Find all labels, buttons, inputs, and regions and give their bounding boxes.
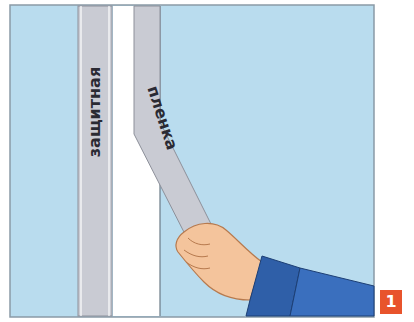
finger-line bbox=[186, 262, 210, 269]
callout-number: 1 bbox=[385, 294, 396, 310]
gap-strip bbox=[113, 6, 134, 316]
peeled-film-strip bbox=[134, 6, 212, 240]
finger-line bbox=[184, 250, 208, 257]
protective-film-strip bbox=[78, 6, 112, 316]
hand bbox=[176, 223, 262, 300]
number-badge bbox=[380, 290, 402, 314]
film-edge bbox=[108, 6, 109, 316]
finger-line bbox=[188, 238, 210, 245]
window-pane bbox=[10, 5, 374, 317]
sleeve bbox=[290, 268, 374, 316]
film-label: защитная bbox=[87, 67, 103, 157]
film-edge bbox=[80, 6, 81, 316]
film-label: пленка bbox=[144, 84, 180, 152]
